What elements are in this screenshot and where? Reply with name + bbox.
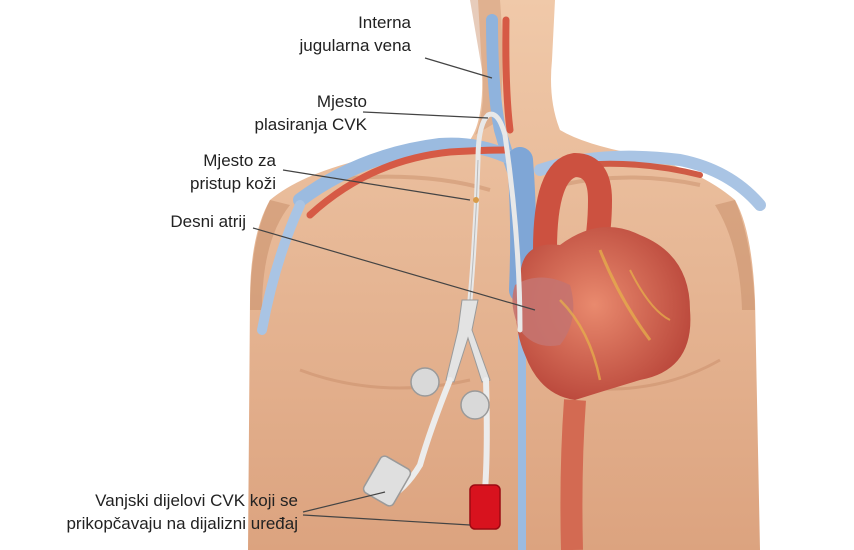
label-right-atrium-line1: Desni atrij <box>170 210 246 233</box>
label-skin-access-line1: Mjesto za <box>190 149 276 172</box>
label-external-parts: Vanjski dijelovi CVK koji se prikopčavaj… <box>66 489 298 535</box>
left-clamp <box>411 368 439 396</box>
label-placement-line2: plasiranja CVK <box>255 113 367 136</box>
label-placement-line1: Mjesto <box>255 90 367 113</box>
label-placement-site: Mjesto plasiranja CVK <box>255 90 367 136</box>
descending-aorta <box>571 400 575 550</box>
label-right-atrium: Desni atrij <box>170 210 246 233</box>
label-external-line1: Vanjski dijelovi CVK koji se <box>66 489 298 512</box>
label-skin-access-line2: pristup koži <box>190 172 276 195</box>
label-skin-access: Mjesto za pristup koži <box>190 149 276 195</box>
leader-placement <box>363 112 488 118</box>
label-external-line2: prikopčavaju na dijalizni uređaj <box>66 512 298 535</box>
skin-access-point <box>473 197 479 203</box>
right-clamp <box>461 391 489 419</box>
label-jugular-vein: Interna jugularna vena <box>299 11 411 57</box>
label-jugular-line1: Interna <box>299 11 411 34</box>
label-jugular-line2: jugularna vena <box>299 34 411 57</box>
red-cap <box>470 485 500 529</box>
